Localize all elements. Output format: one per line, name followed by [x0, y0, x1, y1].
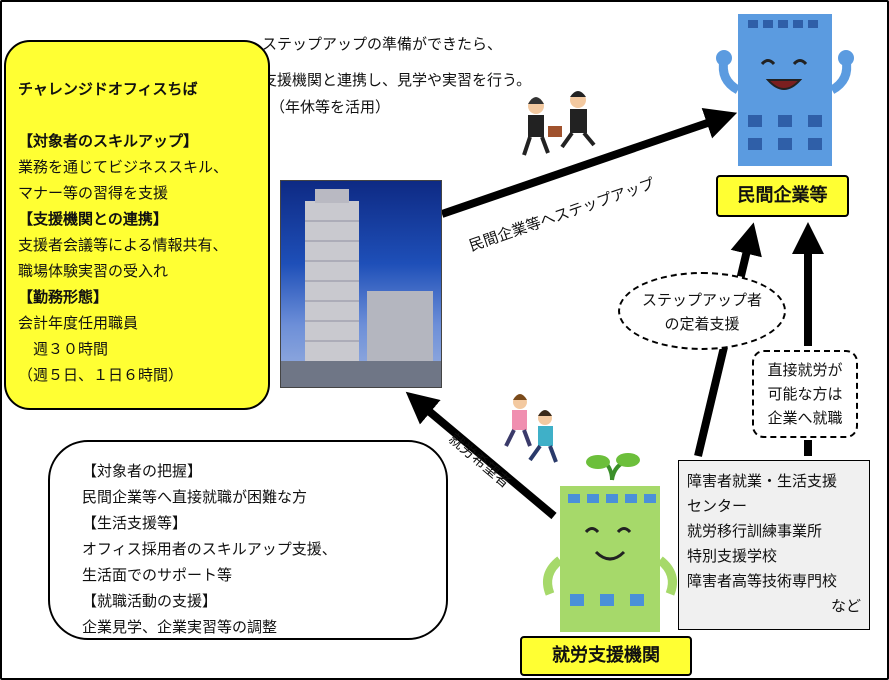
support-details-callout: 【対象者の把握】 民間企業等へ直接就職が困難な方 【生活支援等】 オフィス採用者…: [48, 440, 448, 640]
institution-item: センター: [687, 494, 869, 519]
support-org-label: 就労支援機関: [520, 636, 692, 676]
walking-people-icon: [506, 394, 556, 462]
office-building-image: [281, 181, 441, 387]
skill-line: マナー等の習得を支援: [18, 180, 268, 206]
stepup-instruction: ステップアップの準備ができたら、 支援機関と連携し、見学や実習を行う。 （年休等…: [262, 26, 531, 116]
direct-line: 企業へ就職: [754, 406, 856, 430]
direct-employment-callout: 直接就労が 可能な方は 企業へ就職: [752, 350, 858, 438]
work-heading: 【勤務形態】: [18, 284, 268, 310]
challenge-office-callout: チャレンジドオフィスちば 【対象者のスキルアップ】 業務を通じてビジネススキル、…: [4, 40, 270, 410]
support-detail-line: 民間企業等へ直接就職が困難な方: [82, 484, 446, 510]
business-people-icon: [524, 91, 594, 155]
work-line: 週３０時間: [18, 336, 268, 362]
support-detail-line: 【対象者の把握】: [82, 458, 446, 484]
instruction-line-2: 支援機関と連携し、見学や実習を行う。: [262, 62, 531, 98]
institution-suffix: など: [687, 594, 869, 619]
support-detail-line: オフィス採用者のスキルアップ支援、: [82, 536, 446, 562]
direct-line: 直接就労が: [754, 358, 856, 382]
instruction-line-1: ステップアップの準備ができたら、: [262, 26, 531, 62]
institution-item: 就労移行訓練事業所: [687, 519, 869, 544]
challenge-office-title: チャレンジドオフィスちば: [18, 76, 268, 102]
office-building-photo: [280, 180, 442, 388]
retention-support-callout: ステップアップ者 の定着支援: [618, 272, 786, 350]
retention-line: ステップアップ者: [620, 288, 784, 312]
skill-heading: 【対象者のスキルアップ】: [18, 128, 268, 154]
support-detail-line: 生活面でのサポート等: [82, 562, 446, 588]
support-institutions-list: 障害者就業・生活支援 センター 就労移行訓練事業所 特別支援学校 障害者高等技術…: [678, 460, 870, 630]
support-building-icon: [548, 453, 673, 632]
retention-line: の定着支援: [620, 312, 784, 336]
institution-item: 特別支援学校: [687, 544, 869, 569]
institution-item: 障害者高等技術専門校: [687, 569, 869, 594]
support-detail-line: 【生活支援等】: [82, 510, 446, 536]
coop-line: 職場体験実習の受入れ: [18, 258, 268, 284]
coop-heading: 【支援機関との連携】: [18, 206, 268, 232]
instruction-line-3: （年休等を活用）: [270, 98, 531, 116]
company-label: 民間企業等: [716, 175, 849, 217]
company-building-icon: [716, 14, 854, 166]
coop-line: 支援者会議等による情報共有、: [18, 232, 268, 258]
support-detail-line: 企業見学、企業実習等の調整: [82, 614, 446, 640]
work-line: （週５日、１日６時間）: [18, 362, 268, 388]
direct-line: 可能な方は: [754, 382, 856, 406]
work-line: 会計年度任用職員: [18, 310, 268, 336]
skill-line: 業務を通じてビジネススキル、: [18, 154, 268, 180]
institution-item: 障害者就業・生活支援: [687, 469, 869, 494]
support-detail-line: 【就職活動の支援】: [82, 588, 446, 614]
